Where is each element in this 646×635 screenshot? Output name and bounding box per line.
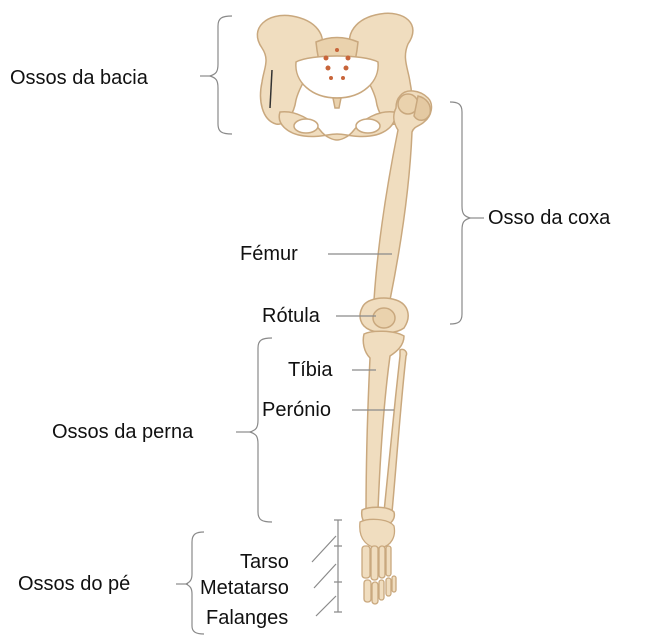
label-thigh-bone: Osso da coxa xyxy=(488,208,610,228)
label-leg-bones: Ossos da perna xyxy=(52,422,193,442)
label-tarsus: Tarso xyxy=(240,552,289,572)
pelvis xyxy=(257,13,413,140)
foot xyxy=(360,519,396,604)
label-phalanges: Falanges xyxy=(206,608,288,628)
label-femur: Fémur xyxy=(240,244,298,264)
label-hip-bones: Ossos da bacia xyxy=(10,68,148,88)
label-tibia: Tíbia xyxy=(288,360,332,380)
tibia-fibula xyxy=(362,331,407,528)
bracket-thigh xyxy=(450,102,470,324)
leader-lines xyxy=(176,76,484,616)
label-patella: Rótula xyxy=(262,306,320,326)
label-metatarsus: Metatarso xyxy=(200,578,289,598)
label-fibula: Perónio xyxy=(262,400,331,420)
bracket-leg xyxy=(250,338,272,522)
bracket-hip xyxy=(210,16,232,134)
label-foot-bones: Ossos do pé xyxy=(18,574,130,594)
patella-shape xyxy=(373,308,395,328)
bracket-foot-segments xyxy=(334,520,342,612)
